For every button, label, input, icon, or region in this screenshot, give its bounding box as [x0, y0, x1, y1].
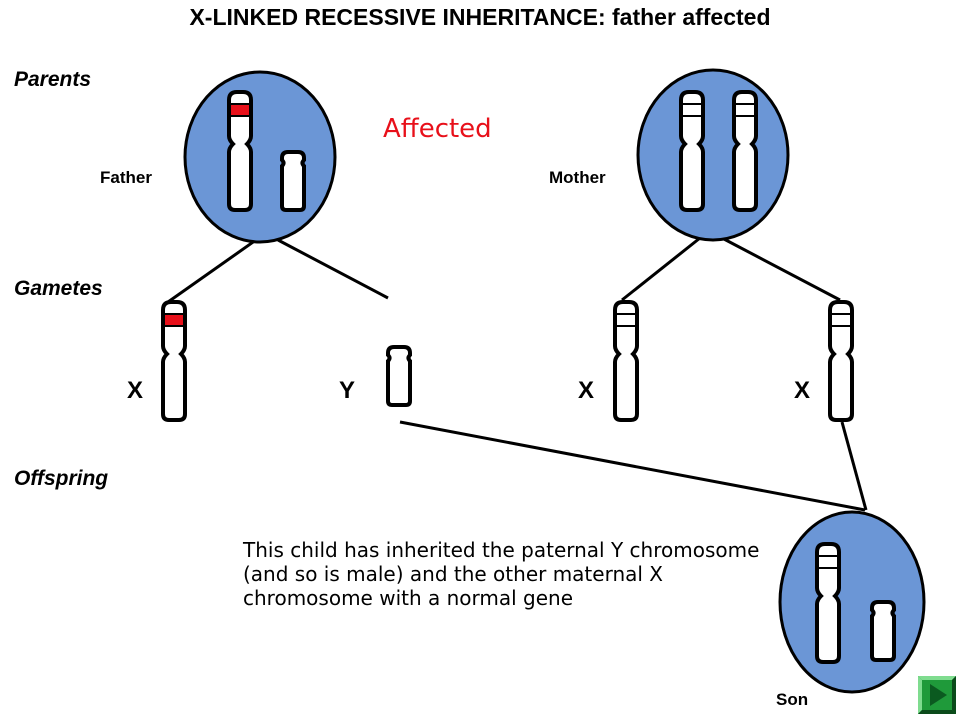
- normal-gene-band: [830, 313, 852, 327]
- play-next-icon: [918, 676, 956, 714]
- mother-x-chromosome-1: [679, 90, 705, 212]
- son-cell: [778, 510, 926, 694]
- mother-cell: [636, 68, 790, 242]
- father-cell: [183, 70, 337, 244]
- page-title: X-LINKED RECESSIVE INHERITANCE: father a…: [189, 4, 771, 30]
- line-x2-to-son: [840, 421, 868, 511]
- father-x-chromosome: [227, 90, 253, 212]
- normal-gene-band: [817, 555, 839, 569]
- affected-label: Affected: [383, 114, 492, 144]
- section-offspring: Offspring: [14, 467, 109, 490]
- father-label: Father: [100, 168, 152, 187]
- line-mother-to-x1: [621, 236, 701, 302]
- section-parents: Parents: [14, 68, 92, 91]
- son-label: Son: [776, 690, 809, 709]
- normal-gene-band: [734, 103, 756, 117]
- father-y-chromosome: [280, 150, 306, 212]
- gamete-label-mother-x2: X: [794, 377, 811, 404]
- gamete-label-mother-x1: X: [578, 377, 595, 404]
- line-father-to-x: [167, 238, 257, 304]
- line-y-to-son: [399, 420, 866, 512]
- line-father-to-y: [277, 238, 389, 300]
- next-slide-button[interactable]: [918, 676, 956, 714]
- normal-gene-band: [615, 313, 637, 327]
- affected-gene-band: [229, 103, 251, 117]
- line-mother-to-x2: [721, 236, 841, 302]
- gamete-label-father-y: Y: [339, 377, 356, 404]
- section-gametes: Gametes: [14, 277, 103, 300]
- son-x-chromosome: [815, 542, 841, 664]
- gamete-mother-x2: [828, 300, 854, 422]
- son-y-chromosome: [870, 600, 896, 662]
- gamete-mother-x1: [613, 300, 639, 422]
- normal-gene-band: [681, 103, 703, 117]
- explanation-text: This child has inherited the paternal Y …: [243, 538, 760, 610]
- mother-x-chromosome-2: [732, 90, 758, 212]
- gamete-father-y: [386, 345, 412, 407]
- affected-gene-band: [163, 313, 185, 327]
- gamete-label-father-x: X: [127, 377, 144, 404]
- mother-label: Mother: [549, 168, 606, 187]
- gamete-father-x: [161, 300, 187, 422]
